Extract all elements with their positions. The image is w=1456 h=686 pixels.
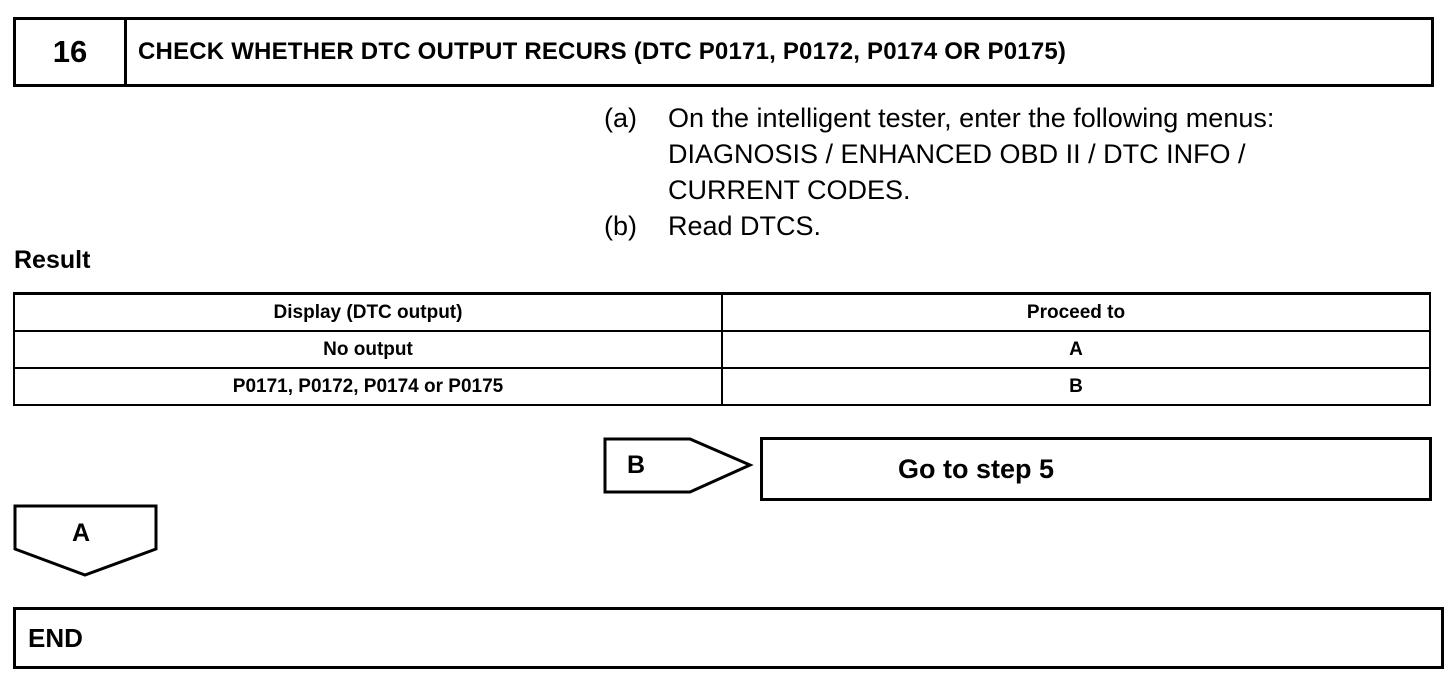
result-table: Display (DTC output) Proceed to No outpu… [13,292,1431,406]
table-row: P0171, P0172, P0174 or P0175 B [13,367,1431,406]
table-cell: B [721,367,1431,406]
instruction-line: CURRENT CODES. [668,175,911,205]
step-number: 16 [16,20,127,84]
column-header-proceed: Proceed to [721,292,1431,332]
instructions: (a) On the intelligent tester, enter the… [604,100,1404,244]
branch-a-label: A [72,519,91,547]
branch-b-arrow-icon [603,437,754,494]
table-cell: P0171, P0172, P0174 or P0175 [13,367,723,406]
instruction-line: DIAGNOSIS / ENHANCED OBD II / DTC INFO / [668,139,1246,169]
instruction-b: (b) Read DTCS. [604,208,1404,244]
step-title: CHECK WHETHER DTC OUTPUT RECURS (DTC P01… [138,38,1067,65]
end-box: END [13,607,1444,669]
goto-step-box: Go to step 5 [760,437,1432,501]
branch-b-label: B [627,451,646,479]
step-header: 16 CHECK WHETHER DTC OUTPUT RECURS (DTC … [13,17,1434,87]
instruction-a: (a) On the intelligent tester, enter the… [604,100,1404,208]
instruction-marker: (a) [604,103,637,133]
instruction-line: On the intelligent tester, enter the fol… [668,103,1275,133]
instruction-marker: (b) [604,211,637,241]
instruction-text: On the intelligent tester, enter the fol… [668,100,1404,208]
table-cell: No output [13,330,723,369]
branch-a-arrow-icon [13,504,158,577]
instruction-text: Read DTCS. [668,208,1404,244]
goto-step-text: Go to step 5 [897,453,1054,484]
table-cell: A [721,330,1431,369]
column-header-display: Display (DTC output) [13,292,723,332]
instruction-line: Read DTCS. [668,211,822,241]
result-label: Result [14,246,91,274]
table-header-row: Display (DTC output) Proceed to [13,292,1431,332]
table-row: No output A [13,330,1431,369]
